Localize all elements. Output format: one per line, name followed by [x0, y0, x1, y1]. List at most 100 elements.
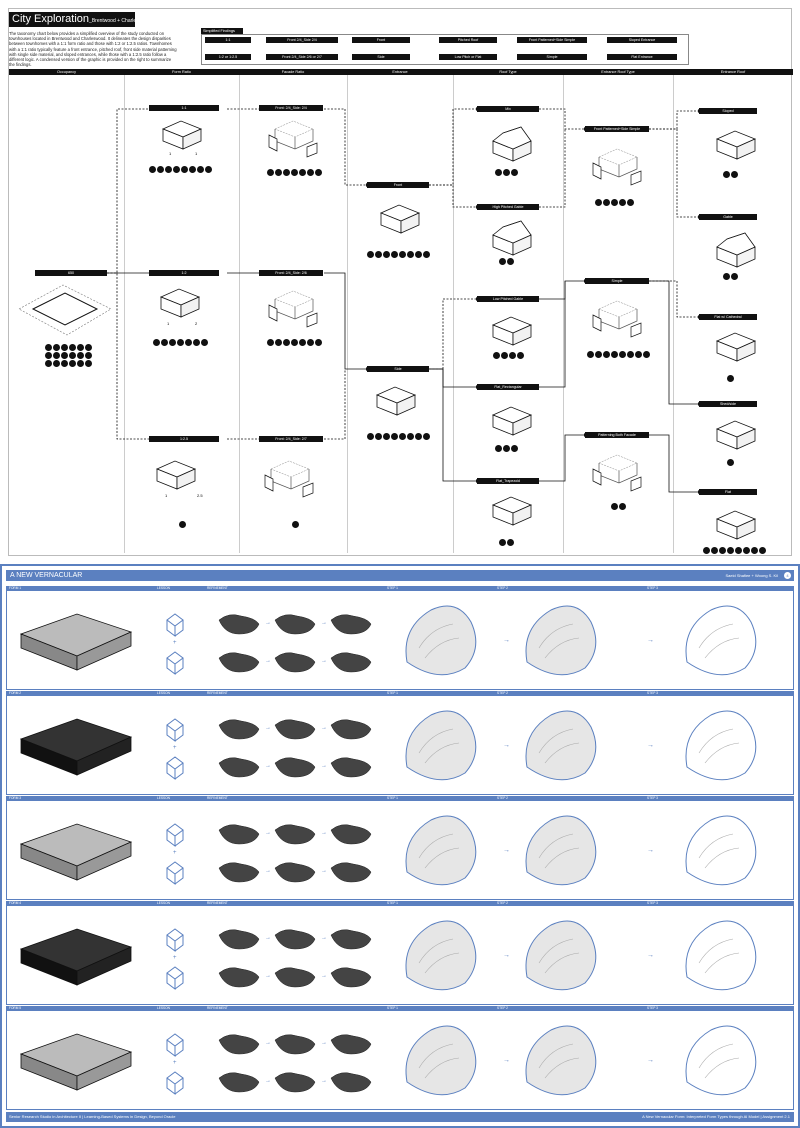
- step-form: [405, 710, 477, 781]
- arrow-icon: →: [321, 830, 327, 836]
- case-dots: [587, 351, 653, 358]
- step-form: [685, 920, 757, 991]
- case-dots: [367, 433, 433, 440]
- refinement-form: [274, 862, 316, 883]
- column-label: STEP 2: [497, 586, 508, 590]
- node-roof-type: High Pitched Gable: [477, 204, 539, 210]
- row-label: FORM 1: [9, 586, 22, 590]
- node-occupancy: 650: [35, 270, 107, 276]
- arrow-icon: →: [647, 637, 654, 644]
- arrow-icon: →: [321, 763, 327, 769]
- case-dots: [45, 344, 95, 367]
- step-form: [685, 1025, 757, 1096]
- lesson-icon: [166, 966, 184, 990]
- legend-item: Low Pitch or Flat: [439, 54, 497, 60]
- legend-item: Front 2/4_Side 2/6 or 2/7: [266, 54, 338, 60]
- legend-item: Front: [352, 37, 410, 43]
- arrow-icon: →: [265, 1040, 271, 1046]
- arrow-icon: →: [265, 830, 271, 836]
- arrow-icon: →: [265, 620, 271, 626]
- arrow-icon: →: [647, 1057, 654, 1064]
- column-header: Occupancy: [57, 70, 76, 74]
- dimension-label: 1: [167, 321, 170, 326]
- refinement-form: [330, 824, 372, 845]
- dimension-label: 2.5: [197, 493, 203, 498]
- arrow-icon: →: [647, 742, 654, 749]
- refinement-form: [274, 967, 316, 988]
- plus-sign: +: [173, 640, 177, 646]
- node-entrance-roof: Gable: [699, 214, 757, 220]
- node-roof-type: Flat_Trapezoid: [477, 478, 539, 484]
- lesson-icon: [166, 756, 184, 780]
- arrow-icon: →: [321, 868, 327, 874]
- legend-title: Simplified Findings: [201, 28, 243, 35]
- refinement-form: [218, 1034, 260, 1055]
- poster-title: City Exploration_Brentwood + Charleswood…: [9, 12, 171, 27]
- refinement-form: [330, 652, 372, 673]
- dimension-label: 1: [195, 151, 198, 156]
- poster-footer: Senior Research Studio in Architecture I…: [6, 1112, 794, 1122]
- arrow-icon: →: [321, 658, 327, 664]
- original-massing: [19, 928, 133, 986]
- column-label: STEP 1: [387, 796, 398, 800]
- refinement-form: [274, 824, 316, 845]
- arrow-icon: →: [265, 868, 271, 874]
- case-dots: [727, 375, 737, 382]
- column-label: LESSON: [157, 796, 170, 800]
- node-entrance-roof-type: Patterning Both Facade: [585, 432, 649, 438]
- refinement-form: [330, 757, 372, 778]
- plus-sign: +: [173, 955, 177, 961]
- arrow-icon: →: [503, 952, 510, 959]
- lesson-icon: [166, 718, 184, 742]
- plus-sign: +: [173, 1060, 177, 1066]
- column-label: REFINEMENT: [207, 901, 228, 905]
- poster-header: A NEW VERNACULAR Saeid Shafiee + Woong S…: [6, 570, 794, 581]
- column-label: REFINEMENT: [207, 691, 228, 695]
- column-divider: [124, 75, 125, 553]
- node-entrance-roof-type: Simple: [585, 278, 649, 284]
- node-facade: Front: 2/4_Side: 2/4: [259, 105, 323, 111]
- case-dots: [267, 169, 327, 176]
- new-vernacular-poster: A NEW VERNACULAR Saeid Shafiee + Woong S…: [0, 564, 800, 1128]
- dimension-label: 2: [195, 321, 198, 326]
- poster-title: A NEW VERNACULAR: [10, 572, 83, 579]
- case-dots: [267, 339, 327, 346]
- original-massing: [19, 1033, 133, 1091]
- column-label: REFINEMENT: [207, 586, 228, 590]
- arrow-icon: →: [647, 952, 654, 959]
- arrow-icon: →: [321, 935, 327, 941]
- node-roof-type: Low Pitched Gable: [477, 296, 539, 302]
- lesson-icon: [166, 823, 184, 847]
- refinement-form: [274, 1034, 316, 1055]
- node-entrance-roof-type: Front Patterned+Side Simple: [585, 126, 649, 132]
- case-dots: [153, 339, 219, 346]
- refinement-form: [330, 967, 372, 988]
- column-label: STEP 2: [497, 796, 508, 800]
- column-divider: [673, 75, 674, 553]
- column-header: Form Ratio: [172, 70, 191, 74]
- refinement-form: [218, 719, 260, 740]
- node-facade: Front: 2/4_Side: 2/7: [259, 436, 323, 442]
- column-header-band: [9, 69, 793, 75]
- column-label: LESSON: [157, 1006, 170, 1010]
- case-dots: [495, 169, 519, 176]
- case-dots: [723, 171, 739, 178]
- arrow-icon: →: [265, 658, 271, 664]
- node-roof-type: Mix: [477, 106, 539, 112]
- case-dots: [611, 503, 627, 510]
- refinement-form: [218, 824, 260, 845]
- column-divider: [347, 75, 348, 553]
- original-massing: [19, 823, 133, 881]
- node-roof-type: Flat_Rectangular: [477, 384, 539, 390]
- column-divider: [453, 75, 454, 553]
- legend-item: Pitched Roof: [439, 37, 497, 43]
- footer-course: Senior Research Studio in Architecture I…: [9, 1114, 176, 1119]
- row-label: FORM 2: [9, 691, 22, 695]
- dimension-label: 1: [169, 151, 172, 156]
- column-label: STEP 3: [647, 901, 658, 905]
